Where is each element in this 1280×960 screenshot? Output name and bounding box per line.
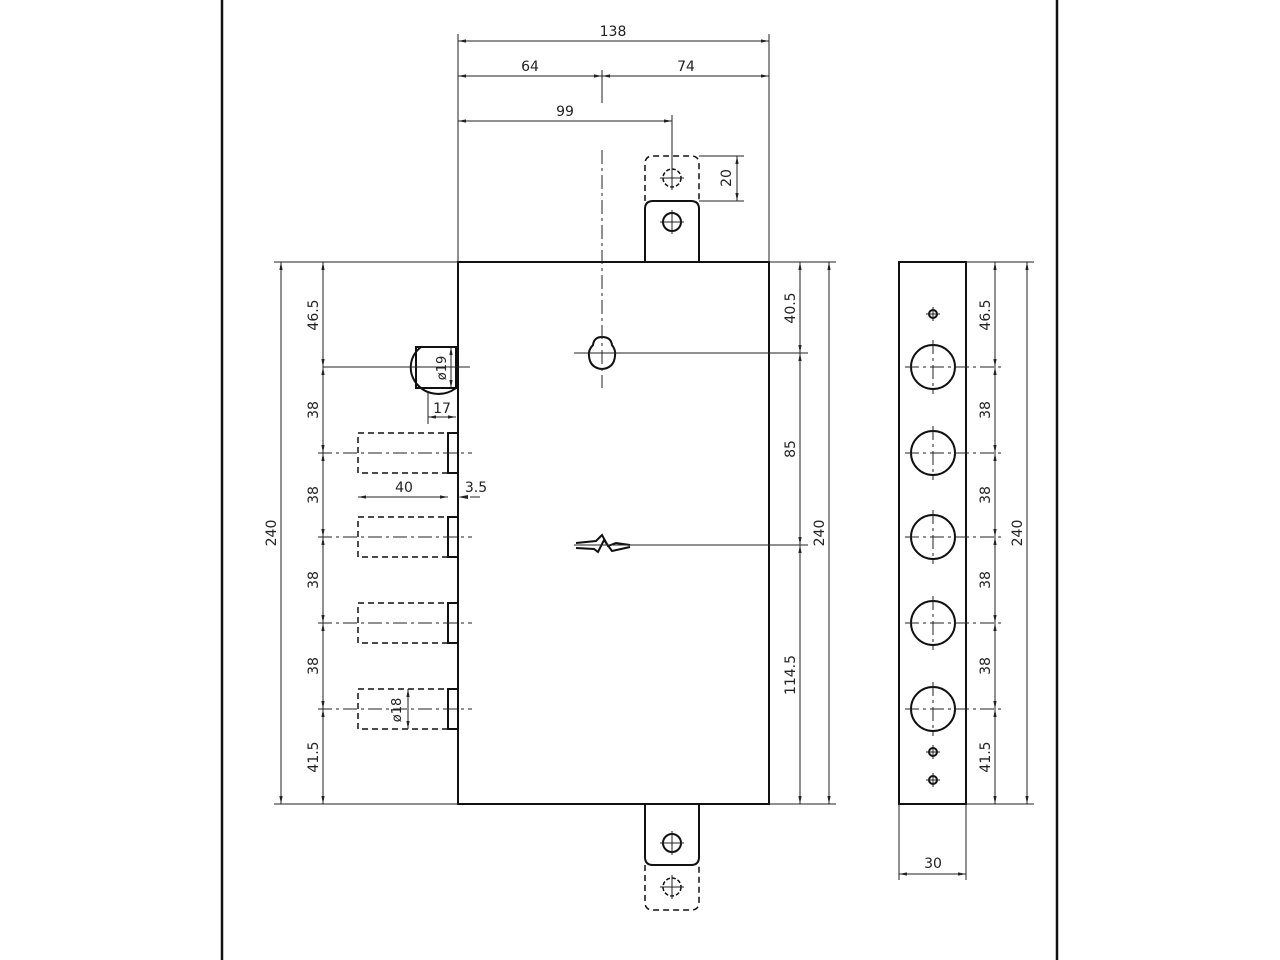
dim-bolt-diameter: ø18: [390, 698, 405, 723]
dim-total-height-right: 240: [812, 520, 828, 547]
dim-side-total-height: 240: [1010, 520, 1026, 547]
dim-left-to-cylinder: 64: [521, 59, 539, 75]
dim-chain-left: 41.5: [306, 741, 322, 772]
dim-cylinder-to-right: 74: [677, 59, 695, 75]
dim-chain-side: 38: [978, 486, 994, 504]
dim-chain-right: 114.5: [783, 655, 799, 695]
dim-chain-right: 40.5: [783, 292, 799, 323]
dim-overall-width: 138: [600, 24, 627, 40]
left-dimensions: 240 46.5 38 38 38 38 41.5 ø19 17 40 3.5 …: [264, 261, 487, 805]
dim-chain-side: 41.5: [978, 741, 994, 772]
dim-chain-left: 38: [306, 571, 322, 589]
dim-chain-side: 38: [978, 657, 994, 675]
dim-side-thickness: 30: [924, 856, 942, 872]
dim-left-to-tab: 99: [556, 104, 574, 120]
dim-latch-diameter: ø19: [435, 356, 450, 381]
dim-latch-projection: 17: [433, 401, 451, 417]
dim-chain-left: 38: [306, 401, 322, 419]
dim-bolt-offset: 3.5: [465, 480, 487, 496]
top-dimensions: 138 64 74 99 20: [457, 24, 770, 262]
dim-chain-left: 46.5: [306, 299, 322, 330]
dim-total-height-left: 240: [264, 520, 280, 547]
dim-chain-side: 38: [978, 571, 994, 589]
dim-chain-side: 38: [978, 401, 994, 419]
bolts: [318, 432, 472, 730]
lock-body-front-view: [318, 115, 808, 911]
right-dimensions: 40.5 85 114.5 240: [769, 261, 836, 805]
dim-tab-travel: 20: [719, 169, 735, 187]
dim-bolt-length: 40: [395, 480, 413, 496]
dim-chain-left: 38: [306, 657, 322, 675]
dim-chain-right: 85: [783, 440, 799, 458]
lock-side-view: 46.5 38 38 38 38 41.5 240 30: [898, 261, 1034, 880]
dim-chain-left: 38: [306, 486, 322, 504]
dim-chain-side: 46.5: [978, 299, 994, 330]
